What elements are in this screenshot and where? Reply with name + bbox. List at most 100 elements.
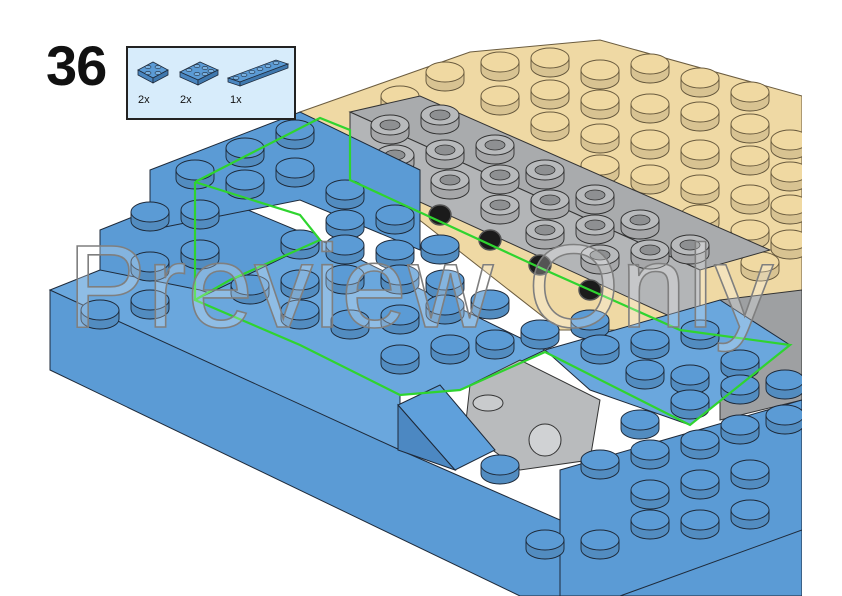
blue-stud [570,309,610,340]
gray-hollow-stud [525,159,565,190]
blue-stud [130,201,170,232]
gray-hollow-stud [480,164,520,195]
blue-stud [670,364,710,395]
blue-stud [730,459,770,490]
blue-stud [180,239,220,270]
parts-callout: 2x 2x 1x [126,46,296,120]
blue-stud [765,404,802,435]
gray-ball-joint [528,423,562,457]
blue-stud [630,509,670,540]
gray-hollow-stud [420,104,460,135]
tan-stud [580,123,620,154]
tan-stud [680,101,720,132]
blue-stud [325,234,365,265]
blue-stud [475,329,515,360]
blue-stud [470,289,510,320]
blue-stud [330,309,370,340]
blue-stud [325,209,365,240]
new-parts-highlight-inner [194,180,322,301]
blue-stud [630,479,670,510]
blue-stud [680,469,720,500]
gray-hollow-stud [480,194,520,225]
gray-hollow-stud [620,209,660,240]
blue-stud [580,334,620,365]
gray-hollow-stud [475,134,515,165]
new-parts-highlight-outline [193,116,793,427]
tan-stud [630,129,670,160]
gray-studs [370,104,710,275]
tan-stud [680,67,720,98]
blue-stud [280,299,320,330]
tan-stud [480,85,520,116]
blue-stud [325,264,365,295]
blue-stud [525,529,565,560]
blue-stud [580,449,620,480]
blue-right-lower [559,399,802,596]
blue-stud [375,239,415,270]
tan-stud [580,89,620,120]
gray-hollow-stud [370,114,410,145]
blue-stud [625,359,665,390]
blue-studs [80,119,802,560]
part-plate-2x2-qty: 2x [138,94,150,106]
blue-stud [180,199,220,230]
blue-stud [630,439,670,470]
blue-stud [680,509,720,540]
tan-stud [770,194,802,225]
tan-stud [530,79,570,110]
tan-stud [480,51,520,82]
blue-stud [130,289,170,320]
tan-stud [770,129,802,160]
plate-1x6-icon [226,59,290,87]
blue-stud [380,304,420,335]
blue-stud [680,429,720,460]
blue-stud [430,334,470,365]
blue-stud [620,409,660,440]
gray-hollow-stud [430,169,470,200]
blue-stud [380,264,420,295]
blue-stud [480,454,520,485]
gray-hollow-stud [670,234,710,265]
gray-hollow-stud [530,189,570,220]
blue-stud [720,349,760,380]
gray-interior-stud [472,394,504,412]
blue-stud [275,157,315,188]
tan-stud [770,161,802,192]
blue-stud [420,234,460,265]
blue-stud [520,319,560,350]
blue-stud [425,269,465,300]
blue-slope-side [397,403,457,472]
tan-stud [680,174,720,205]
blue-stud [375,204,415,235]
step-number: 36 [46,34,107,97]
part-plate-2x3 [178,54,220,88]
gray-hollow-stud [575,184,615,215]
part-plate-1x6-qty: 1x [230,94,242,106]
tan-stud [530,47,570,78]
tan-stud [425,61,465,92]
tan-stud [530,111,570,142]
blue-stud [765,369,802,400]
tan-stud [730,184,770,215]
part-plate-2x3-qty: 2x [180,94,192,106]
tan-stud [630,93,670,124]
blue-stud [670,389,710,420]
gray-hollow-stud [580,244,620,275]
tan-stud [740,251,780,282]
blue-stud [130,251,170,282]
blue-stud [720,374,760,405]
gray-hollow-stud [425,139,465,170]
tan-stud [630,164,670,195]
blue-stud [80,299,120,330]
blue-stud [230,274,270,305]
part-plate-2x2 [136,54,170,88]
part-plate-1x6 [226,54,290,88]
blue-stud [580,529,620,560]
tan-stud [730,113,770,144]
blue-stud [325,179,365,210]
gray-hollow-stud [630,239,670,270]
blue-stud [630,329,670,360]
tan-stud [680,139,720,170]
tan-stud [630,53,670,84]
